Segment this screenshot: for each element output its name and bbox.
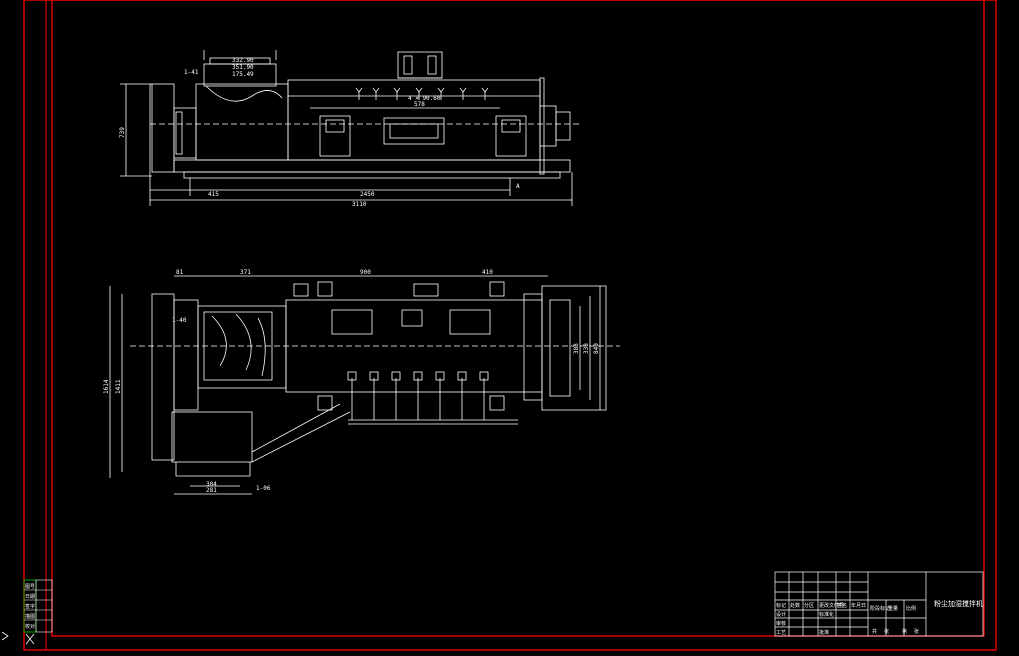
dim-plan-top-b: 371: [240, 269, 251, 276]
dim-center-2: 4 × 90.60: [408, 95, 441, 102]
dim-top: 351.90: [232, 64, 254, 71]
dim-overall-length: 3110: [352, 201, 367, 208]
front-base-frame: [173, 159, 571, 173]
dim-plan-tag-left: 1-40: [172, 317, 187, 324]
dim-left-segment: 415: [208, 191, 219, 198]
drawing-title: 粉尘加湿搅拌机: [934, 599, 983, 608]
tb-left-label: 设计: [776, 611, 786, 618]
margin-stamp-row: 图号: [25, 584, 35, 590]
plan-mixer-trough: [197, 305, 287, 389]
plan-view-dimensions: 81 371 900 410 1614 1411 383 338 840 304…: [103, 269, 600, 494]
tb-header-cell: 分区: [804, 602, 814, 609]
plan-motor: [151, 293, 175, 461]
margin-stamp-row: 日期: [25, 594, 35, 600]
dim-plan-right-b: 338: [583, 343, 590, 354]
tb-header-cell: 标记: [776, 602, 786, 609]
dim-plan-top-d: 410: [482, 269, 493, 276]
tb-approve-label: 批准: [819, 629, 829, 636]
tb-stage-cell: 阶段标记: [870, 605, 890, 612]
spray-nozzles: [355, 87, 489, 93]
tb-header-cell: 更改文件号: [819, 602, 844, 609]
dim-top: 175.49: [232, 71, 254, 78]
dim-plan-top-a: 81: [176, 269, 184, 276]
spray-manifold: [351, 378, 485, 420]
ucs-cross-icon: [25, 633, 35, 645]
title-block-text: 标记 处数 分区 更改文件号 签名 年月日 设计 审核 工艺 标准化 批准 阶段…: [776, 599, 983, 636]
ucs-arrow-icon: [1, 631, 9, 641]
tb-stage-cell: 重量: [888, 605, 898, 612]
tb-left-label: 审核: [776, 620, 786, 627]
margin-stamp-row: 校对: [25, 623, 35, 630]
tb-std-label: 标准化: [819, 611, 834, 618]
tb-sheet-cell: 张: [914, 628, 919, 635]
dim-height: 739: [119, 127, 126, 138]
dim-plan-left-inner: 1411: [115, 379, 122, 394]
dim-plan-right-c: 840: [593, 343, 600, 354]
tb-left-label: 工艺: [776, 630, 786, 636]
tb-stage-cell: 比例: [906, 605, 916, 612]
tb-header-cell: 年月日: [851, 602, 866, 609]
plan-gearbox: [171, 411, 253, 463]
dim-plan-bottom-a: 304: [206, 481, 217, 488]
dim-top-left-tag: 1-41: [184, 69, 199, 76]
margin-stamp-row: 签字: [25, 603, 35, 610]
front-mixer-trough: [195, 83, 289, 161]
dim-center: 578: [414, 101, 425, 108]
front-motor: [151, 83, 175, 173]
tb-sheet-cell: 共: [872, 628, 877, 635]
drawing-frame: [23, 0, 997, 651]
plan-view: [109, 275, 620, 495]
tb-sheet-cell: 张: [884, 628, 889, 635]
front-view: [120, 50, 580, 206]
dim-marker: A: [516, 183, 520, 190]
dim-mid-segment: 2450: [360, 191, 375, 198]
dim-plan-right-a: 383: [573, 343, 580, 354]
margin-stamp-row: 描图: [25, 613, 35, 620]
title-block: [774, 571, 984, 637]
front-view-dimensions: 3110 415 2450 739 A 1-41 332.90 351.90 1…: [119, 57, 520, 208]
dim-top: 332.90: [232, 57, 254, 64]
tb-sheet-cell: 第: [902, 628, 907, 635]
dim-plan-bottom-b: 281: [206, 487, 217, 494]
margin-stamp: 图号 日期 签字 描图 校对: [1, 579, 53, 645]
tb-header-cell: 签名: [837, 602, 847, 609]
tb-header-cell: 处数: [790, 602, 800, 609]
dim-plan-tag-bottom: 1-06: [256, 485, 271, 492]
dim-plan-left-outer: 1614: [103, 379, 110, 394]
dim-plan-top-c: 900: [360, 269, 371, 276]
